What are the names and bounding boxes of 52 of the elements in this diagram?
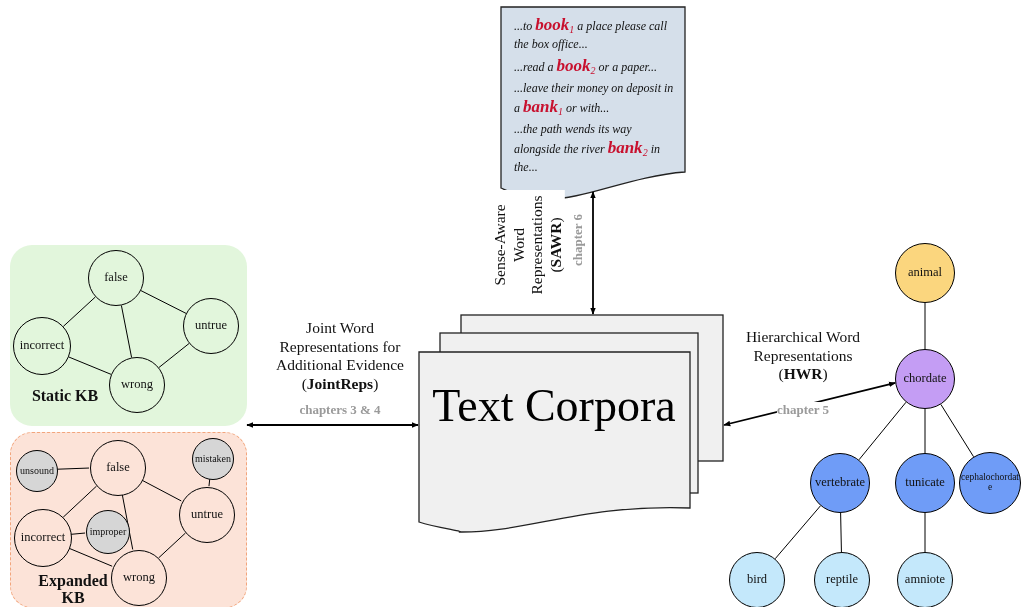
connector-line bbox=[62, 485, 98, 518]
connector-line bbox=[140, 290, 187, 314]
concept-node: incorrect bbox=[14, 509, 72, 567]
chapter-note: chapters 3 & 4 bbox=[299, 402, 381, 418]
connector-line bbox=[924, 512, 926, 553]
concept-node: bird bbox=[729, 552, 785, 607]
panel-title: Expanded KB bbox=[37, 573, 109, 607]
panel-title: Static KB bbox=[30, 388, 100, 405]
concept-node: mistaken bbox=[192, 438, 234, 480]
concept-node: false bbox=[88, 250, 144, 306]
connector-line bbox=[924, 408, 926, 454]
connector-line bbox=[68, 547, 113, 567]
concept-node: amniote bbox=[897, 552, 953, 607]
connector-line bbox=[840, 512, 842, 553]
arrow bbox=[590, 191, 596, 315]
concept-node: untrue bbox=[179, 487, 235, 543]
connector-line bbox=[924, 302, 926, 350]
concept-node: untrue bbox=[183, 298, 239, 354]
connector-line bbox=[68, 356, 112, 375]
connector-line bbox=[141, 479, 182, 502]
connector-line bbox=[56, 467, 90, 470]
chapter-note: chapter 5 bbox=[776, 402, 830, 418]
sentence: ...to book$_{1}$ a place please call the box office... bbox=[514, 14, 668, 52]
concept-node: incorrect bbox=[13, 317, 71, 375]
connector-line bbox=[158, 342, 190, 369]
connector-line bbox=[940, 403, 975, 458]
connector-line bbox=[858, 401, 907, 461]
concept-node: wrong bbox=[109, 357, 165, 413]
chapter-note: chapter 6 bbox=[570, 213, 586, 267]
concept-node: cephalochordate bbox=[959, 452, 1021, 514]
knowledge-base-panel bbox=[10, 432, 247, 607]
connector-line bbox=[62, 296, 96, 327]
concept-node: animal bbox=[895, 243, 955, 303]
connector-line bbox=[208, 478, 211, 487]
sentence: ...leave their money on deposit in a bank$_{1}$ or with... bbox=[514, 80, 675, 119]
concept-node: chordate bbox=[895, 349, 955, 409]
document-title: Text Corpora bbox=[431, 382, 677, 431]
connector-line bbox=[158, 532, 186, 559]
concept-node: tunicate bbox=[895, 453, 955, 513]
sentence: ...read a book$_{2}$ or a paper... bbox=[514, 54, 658, 78]
concept-node: improper bbox=[86, 510, 130, 554]
concept-node: wrong bbox=[111, 550, 167, 606]
connector-line bbox=[774, 505, 821, 560]
connector-line bbox=[120, 305, 133, 358]
concept-node: reptile bbox=[814, 552, 870, 607]
sentence: ...the path wends its way alongside the river bank$_{2}$ in the... bbox=[514, 121, 661, 175]
concept-node: vertebrate bbox=[810, 453, 870, 513]
concept-node: false bbox=[90, 440, 146, 496]
arrow bbox=[246, 422, 419, 428]
connector-line bbox=[70, 532, 86, 535]
knowledge-base-panel bbox=[10, 245, 247, 426]
concept-node: unsound bbox=[16, 450, 58, 492]
